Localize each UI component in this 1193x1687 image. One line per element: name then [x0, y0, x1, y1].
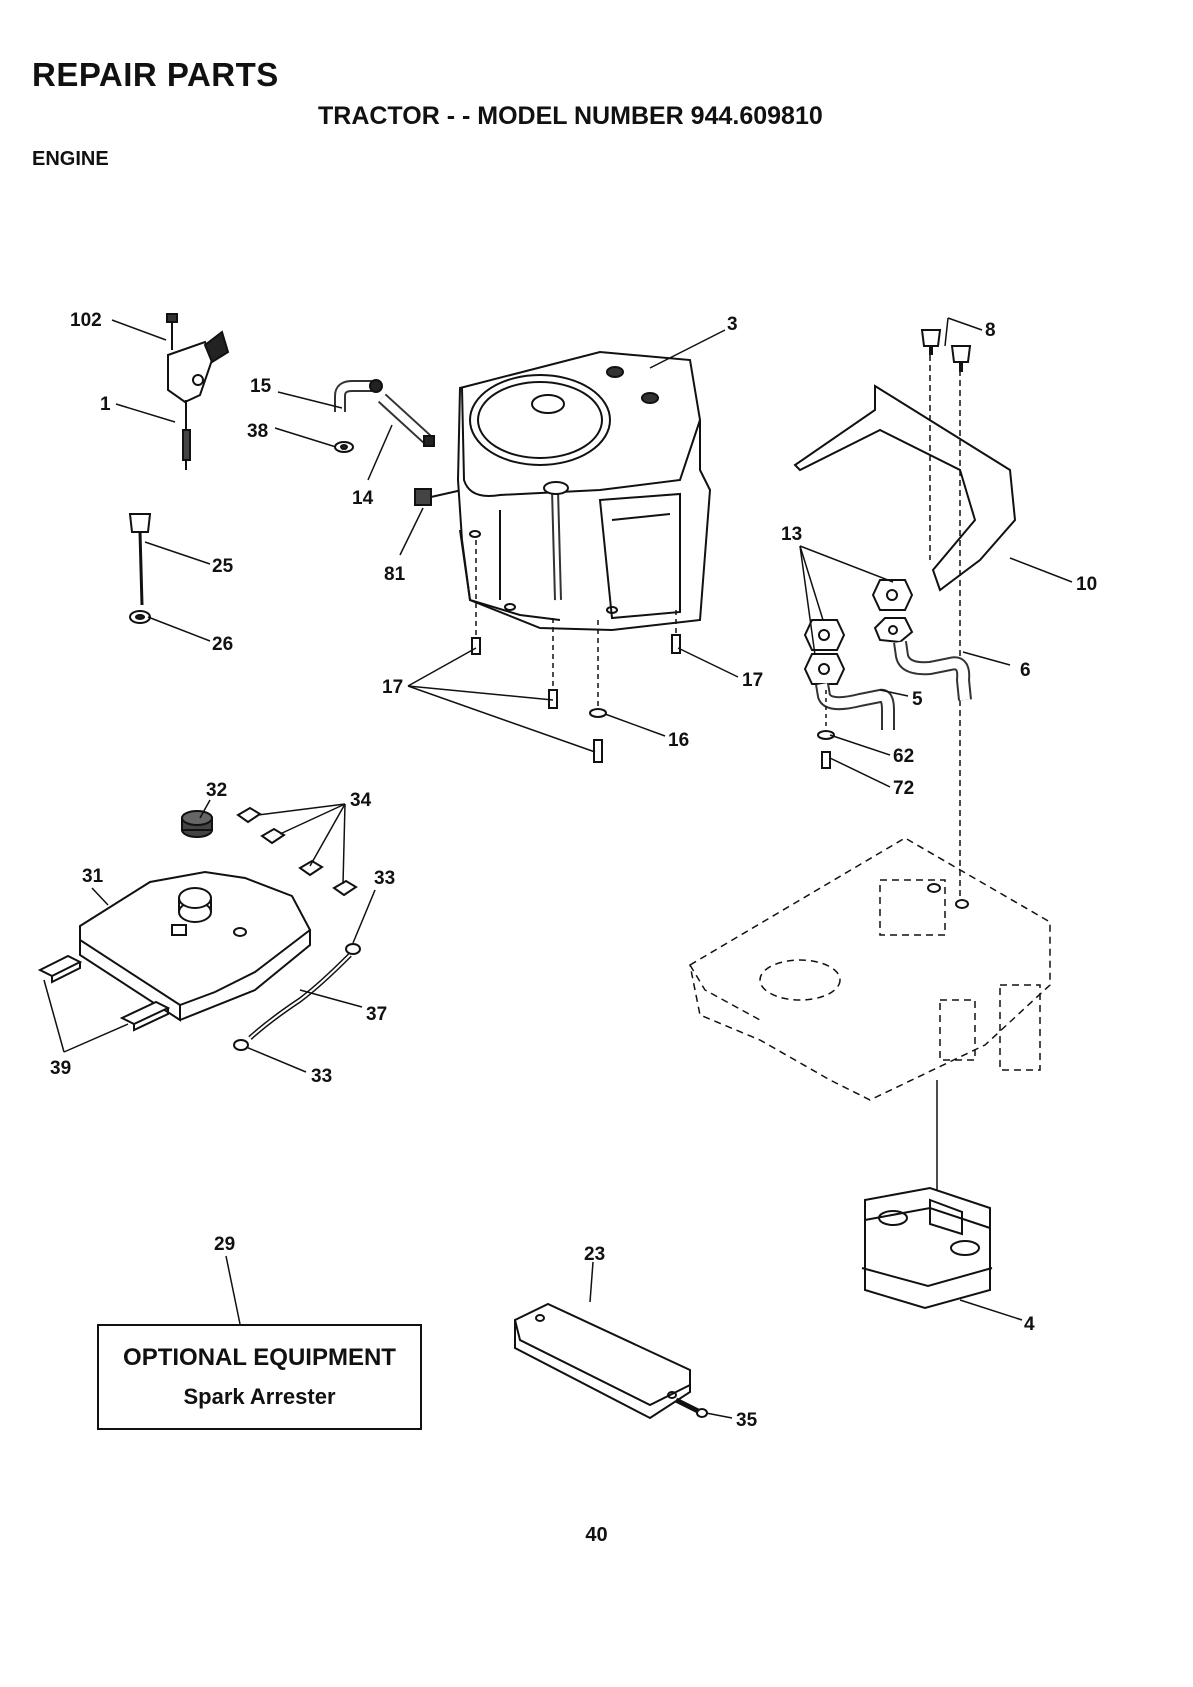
washer-part: [335, 442, 353, 452]
callout-39: 39: [50, 1058, 71, 1079]
tube-part: [382, 398, 434, 446]
exhaust-gasket-part: [805, 580, 912, 684]
callout-35: 35: [736, 1410, 758, 1431]
callout-15: 15: [250, 376, 272, 397]
callout-33-bottom: 33: [311, 1066, 332, 1087]
callout-34: 34: [350, 790, 372, 811]
callout-17-left: 17: [382, 677, 403, 698]
callout-102: 102: [70, 310, 102, 331]
callout-25: 25: [212, 556, 234, 577]
callout-3: 3: [727, 314, 738, 335]
shield-screw-part: [676, 1400, 707, 1417]
callout-38: 38: [247, 421, 268, 442]
nut-part: [415, 489, 462, 505]
callout-23: 23: [584, 1244, 605, 1265]
callout-17-right: 17: [742, 670, 763, 691]
callout-32: 32: [206, 780, 227, 801]
callout-4: 4: [1024, 1314, 1035, 1335]
callout-33-top: 33: [374, 868, 395, 889]
throttle-control-part: [167, 314, 228, 470]
optional-equipment-title: OPTIONAL EQUIPMENT: [99, 1344, 420, 1372]
frame-mount-holes: [928, 884, 968, 908]
air-cleaner-base-part: [80, 872, 310, 1020]
callout-81: 81: [384, 564, 406, 585]
muffler-part: [862, 1080, 992, 1308]
callout-1: 1: [100, 394, 111, 415]
callout-72: 72: [893, 778, 914, 799]
optional-equipment-box: OPTIONAL EQUIPMENT Spark Arrester: [97, 1324, 422, 1430]
callout-31: 31: [82, 866, 104, 887]
page-number: 40: [0, 1524, 1193, 1547]
spark-arrester-shield-part: [515, 1304, 690, 1418]
callout-8: 8: [985, 320, 996, 341]
callout-13: 13: [781, 524, 802, 545]
elbow-fitting-part: [340, 380, 382, 412]
callout-37: 37: [366, 1004, 387, 1025]
knob-part: [182, 811, 212, 837]
callout-16: 16: [668, 730, 689, 751]
breather-hose-part: [250, 955, 350, 1038]
callout-26: 26: [212, 634, 233, 655]
tractor-frame-outline: [690, 838, 1050, 1100]
dipstick-part: [130, 514, 150, 623]
spark-arrester-label: Spark Arrester: [99, 1384, 420, 1410]
callout-14: 14: [352, 488, 374, 509]
engine-part: [458, 352, 710, 630]
heat-shield-part: [795, 330, 1015, 900]
callout-29: 29: [214, 1234, 235, 1255]
callout-62: 62: [893, 746, 914, 767]
callout-6: 6: [1020, 660, 1031, 681]
callout-10: 10: [1076, 574, 1097, 595]
callout-5: 5: [912, 689, 923, 710]
